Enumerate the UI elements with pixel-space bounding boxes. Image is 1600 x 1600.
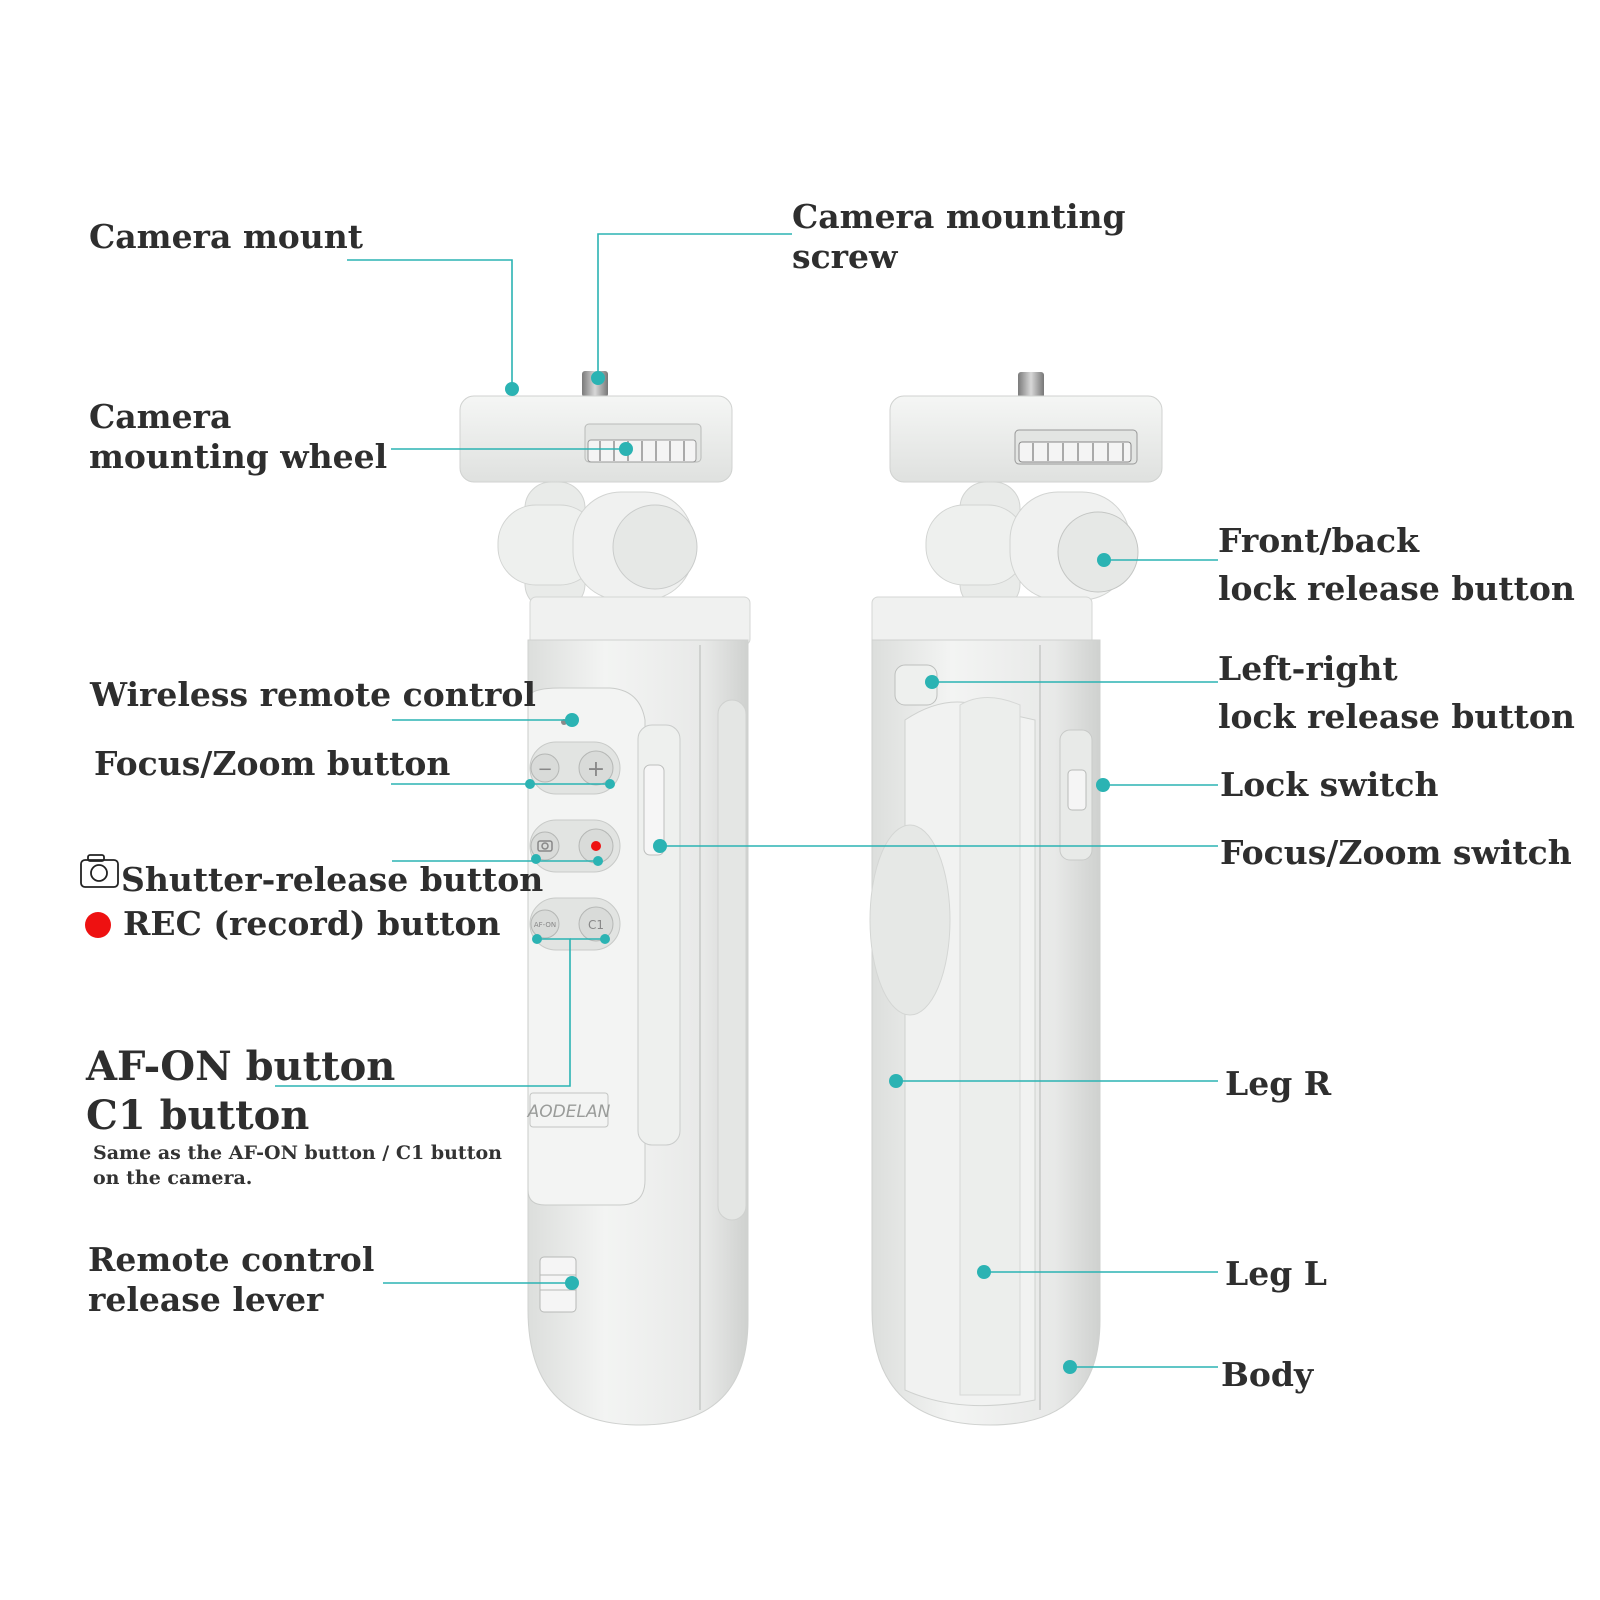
label-camera-mounting-wheel-line1: Camera — [89, 397, 232, 436]
label-remote-release-lever: Remote control release lever — [88, 1240, 374, 1320]
label-camera-mounting-wheel: Camera mounting wheel — [89, 397, 387, 477]
label-front-back-lock-line2: lock release button — [1218, 569, 1575, 608]
label-left-right-lock-line1: Left-right — [1218, 649, 1398, 688]
label-leg-r: Leg R — [1225, 1064, 1332, 1103]
minus-glyph: − — [537, 759, 552, 780]
c1-glyph: C1 — [588, 918, 604, 932]
label-left-right-lock-line2: lock release button — [1218, 697, 1575, 736]
label-leg-l: Leg L — [1225, 1254, 1327, 1293]
front-back-lock-release-button[interactable] — [1057, 511, 1139, 593]
label-front-back-lock: Front/back lock release button — [1218, 517, 1575, 613]
label-af-c1-note: Same as the AF-ON button / C1 button on … — [93, 1141, 502, 1191]
label-wireless-remote-control: Wireless remote control — [90, 675, 536, 714]
lock-switch[interactable] — [1067, 769, 1087, 811]
label-remote-release-lever-line2: release lever — [88, 1280, 324, 1319]
zoom-plus-button[interactable] — [578, 750, 614, 786]
label-c1-button: C1 button — [86, 1092, 310, 1139]
label-af-on-button: AF-ON button — [86, 1043, 396, 1090]
label-camera-mounting-screw-line2: screw — [792, 237, 898, 276]
focus-zoom-switch-left — [643, 764, 665, 856]
label-lock-switch: Lock switch — [1220, 765, 1439, 804]
label-remote-release-lever-line1: Remote control — [88, 1240, 375, 1279]
callout-lines — [275, 233, 1218, 1368]
af-on-glyph: AF-ON — [534, 921, 556, 929]
camera-icon — [80, 854, 119, 888]
label-shutter-release-button: Shutter-release button — [121, 860, 544, 899]
af-on-button[interactable] — [530, 909, 560, 939]
brand-logo: AODELAN — [527, 1102, 611, 1122]
left-device: − + AF-ON C1 AODELAN — [459, 371, 751, 1426]
red-dot-icon — [85, 912, 111, 938]
rec-dot — [591, 841, 601, 851]
label-front-back-lock-line1: Front/back — [1218, 521, 1419, 560]
label-af-c1-note-line1: Same as the AF-ON button / C1 button — [93, 1142, 502, 1164]
label-body: Body — [1221, 1355, 1314, 1394]
label-af-c1-note-line2: on the camera. — [93, 1167, 253, 1189]
shutter-release-button[interactable] — [530, 831, 560, 861]
label-camera-mounting-wheel-line2: mounting wheel — [89, 437, 388, 476]
label-rec-button: REC (record) button — [123, 904, 501, 943]
front-back-knob-left — [612, 504, 698, 590]
label-left-right-lock: Left-right lock release button — [1218, 645, 1575, 741]
callout-dots — [505, 371, 1111, 1374]
label-camera-mounting-screw: Camera mounting screw — [792, 197, 1126, 277]
c1-button[interactable] — [578, 906, 614, 942]
label-camera-mounting-screw-line1: Camera mounting — [792, 197, 1126, 236]
focus-minus-button[interactable] — [530, 753, 560, 783]
label-camera-mount: Camera mount — [89, 217, 363, 256]
shutter-camera-glyph — [537, 840, 553, 852]
leg-l — [959, 697, 1021, 1396]
label-focus-zoom-button: Focus/Zoom button — [94, 744, 451, 783]
right-device — [869, 372, 1163, 1426]
label-focus-zoom-switch: Focus/Zoom switch — [1220, 833, 1572, 872]
plus-glyph: + — [587, 757, 605, 782]
